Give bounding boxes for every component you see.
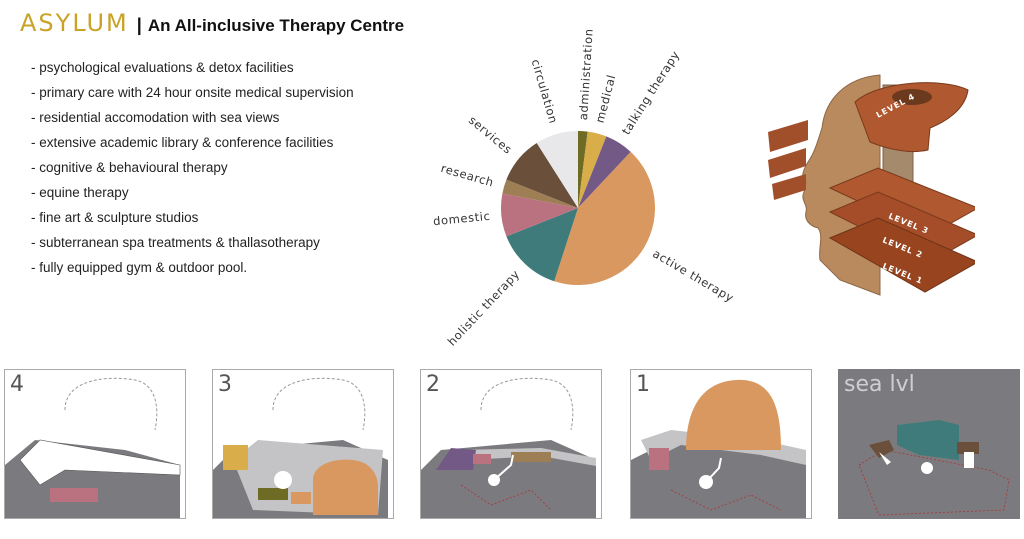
plan-level-label: 4 — [10, 372, 24, 397]
page-subtitle: An All-inclusive Therapy Centre — [147, 16, 405, 35]
floor-plan-level-3: 3 — [212, 369, 394, 519]
floor-plan-level-2: 2 — [420, 369, 602, 519]
feature-item: - extensive academic library & conferenc… — [31, 135, 334, 150]
pie-slice-talking-therapy — [578, 136, 631, 208]
floor-plan-level-4: 4 — [4, 369, 186, 519]
pie-label: medical — [593, 73, 619, 124]
pie-slice-administration — [578, 131, 588, 208]
feature-list: - psychological evaluations & detox faci… — [31, 55, 354, 280]
feature-item: - primary care with 24 hour onsite medic… — [31, 85, 354, 100]
plan-level-label: 2 — [426, 372, 440, 397]
plan-drawing — [631, 379, 806, 518]
model-fin — [768, 120, 808, 152]
pie-slice-medical — [578, 131, 607, 208]
feature-item: - residential accomodation with sea view… — [31, 110, 280, 125]
plan-drawing — [213, 377, 388, 518]
pie-slice-active-therapy — [554, 151, 655, 286]
pie-slice-circulation — [536, 131, 578, 208]
head-model-image: LEVEL 4 LEVEL 3 LEVEL 2 LEVEL 1 — [768, 74, 975, 296]
plan-level-label: sea lvl — [844, 372, 915, 397]
pie-label: research — [439, 161, 495, 190]
floor-plan-sea-level: sea lvl — [838, 369, 1020, 519]
pie-label: services — [466, 113, 515, 157]
page-title: ASYLUM | An All-inclusive Therapy Centre — [20, 8, 404, 38]
model-level-4-slab — [854, 82, 969, 153]
plan-level-label: 1 — [636, 372, 650, 397]
floor-plan-level-1: 1 — [630, 369, 812, 519]
feature-item: - psychological evaluations & detox faci… — [31, 60, 294, 75]
feature-item: - fully equipped gym & outdoor pool. — [31, 260, 248, 275]
plan-drawing — [5, 377, 181, 518]
model-void — [892, 89, 932, 105]
pie-label: talking therapy — [619, 48, 683, 137]
brand-name: ASYLUM — [20, 9, 129, 37]
plan-level-label: 3 — [218, 372, 232, 397]
feature-item: - subterranean spa treatments & thallaso… — [31, 235, 320, 250]
plan-drawing — [421, 377, 596, 518]
model-fin — [772, 174, 806, 200]
model-fin — [768, 148, 806, 178]
pie-label: active therapy — [650, 246, 736, 305]
pie-slice-services — [506, 142, 578, 208]
plan-drawing — [858, 420, 1010, 516]
title-separator: | — [136, 15, 142, 35]
pie-label: holistic therapy — [445, 267, 523, 349]
feature-item: - equine therapy — [31, 185, 129, 200]
pie-label: administration — [576, 28, 596, 121]
pie-slice-holistic-therapy — [506, 208, 578, 282]
pie-slice-domestic — [501, 193, 578, 237]
pie-label: domestic — [433, 209, 492, 228]
pie-slice-research — [502, 179, 578, 208]
model-level-1-slab — [828, 217, 975, 293]
feature-item: - fine art & sculpture studios — [31, 210, 199, 225]
feature-item: - cognitive & behavioural therapy — [31, 160, 228, 175]
pie-slices — [501, 131, 655, 286]
pie-label: circulation — [529, 58, 561, 126]
